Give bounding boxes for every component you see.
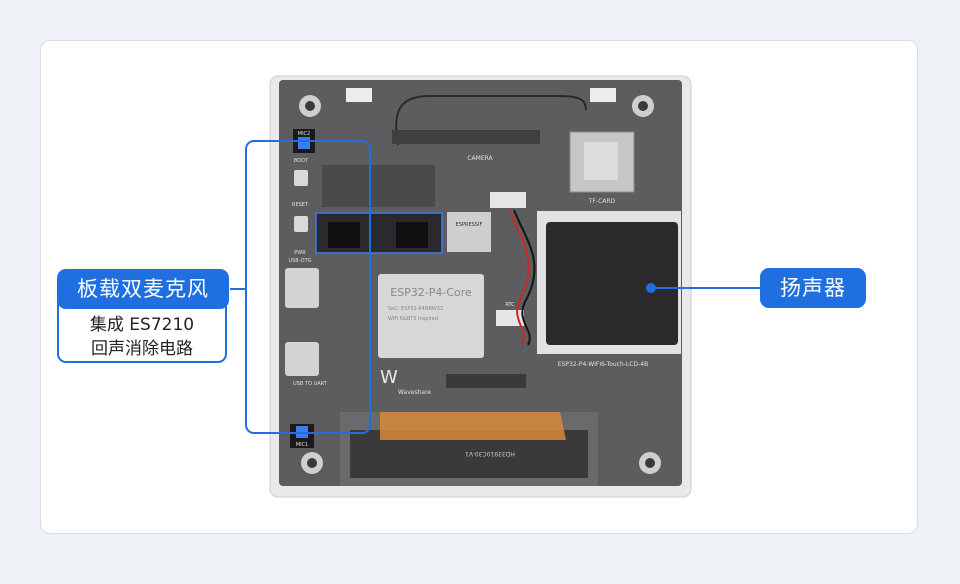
- mount-hole: [301, 452, 323, 474]
- usb-otg-label: USB-OTG: [288, 258, 311, 264]
- speaker-callout-title: 扬声器: [760, 268, 866, 308]
- mic2-icon: [298, 137, 310, 149]
- reset-label: RESET: [292, 202, 309, 208]
- tf-card-label: TF-CARD: [588, 198, 616, 205]
- reset-button: [294, 216, 308, 232]
- mic-highlight-bracket: [245, 140, 371, 434]
- usb-uart-label: USB TO UART: [293, 381, 328, 387]
- speaker-wire-red: [509, 209, 530, 346]
- mic2-label: MIC2: [298, 131, 310, 137]
- boot-label: BOOT: [294, 158, 309, 164]
- rtc-label: RTC: [505, 302, 515, 308]
- wifi-chip-label: ESPRESSIF: [456, 222, 483, 228]
- speaker-wire-black: [513, 209, 536, 346]
- antenna-wire: [395, 95, 587, 146]
- mic-callout-line-2: 回声消除电路: [91, 339, 193, 359]
- waveshare-logo: W: [380, 367, 398, 388]
- fpc-connector: [446, 374, 526, 388]
- module-wifi: WiFi 6&BT5 Inspired: [388, 316, 438, 322]
- usb-uart-port: [285, 342, 319, 376]
- amp-chip: [396, 222, 428, 248]
- lcd-flex-cable: [380, 412, 566, 440]
- brand-label: Waveshare: [398, 389, 431, 396]
- mic1-label: MIC1: [296, 442, 308, 448]
- module-name: ESP32-P4-Core: [390, 286, 472, 299]
- usb-otg-port: [285, 268, 319, 308]
- pwr-label: PWR: [294, 250, 306, 256]
- core-module: [378, 274, 484, 358]
- codec-chip: [328, 222, 360, 248]
- fpc-code: HD33910C30-V1: [465, 450, 515, 457]
- camera-label: CAMERA: [467, 155, 493, 162]
- wifi-chip: [447, 212, 491, 252]
- module-soc: SoC: ESP32-P4NRW32: [388, 306, 443, 312]
- mount-hole: [299, 95, 321, 117]
- boot-button: [294, 170, 308, 186]
- camera-connector: [392, 130, 540, 144]
- mount-hole: [632, 95, 654, 117]
- speaker-callout-dot: [646, 283, 656, 293]
- mount-hole: [639, 452, 661, 474]
- pin-header: [322, 165, 435, 207]
- frame-tab: [346, 88, 372, 102]
- speaker-connector: [490, 192, 526, 208]
- board-name-label: ESP32-P4-WIFI6-Touch-LCD-4B: [558, 361, 648, 368]
- mic-callout-title: 板载双麦克风: [57, 269, 229, 309]
- mic-callout-line-1: 集成 ES7210: [89, 315, 195, 335]
- tf-card-inner: [584, 142, 618, 180]
- frame-tab: [590, 88, 616, 102]
- speaker-unit: [546, 222, 678, 345]
